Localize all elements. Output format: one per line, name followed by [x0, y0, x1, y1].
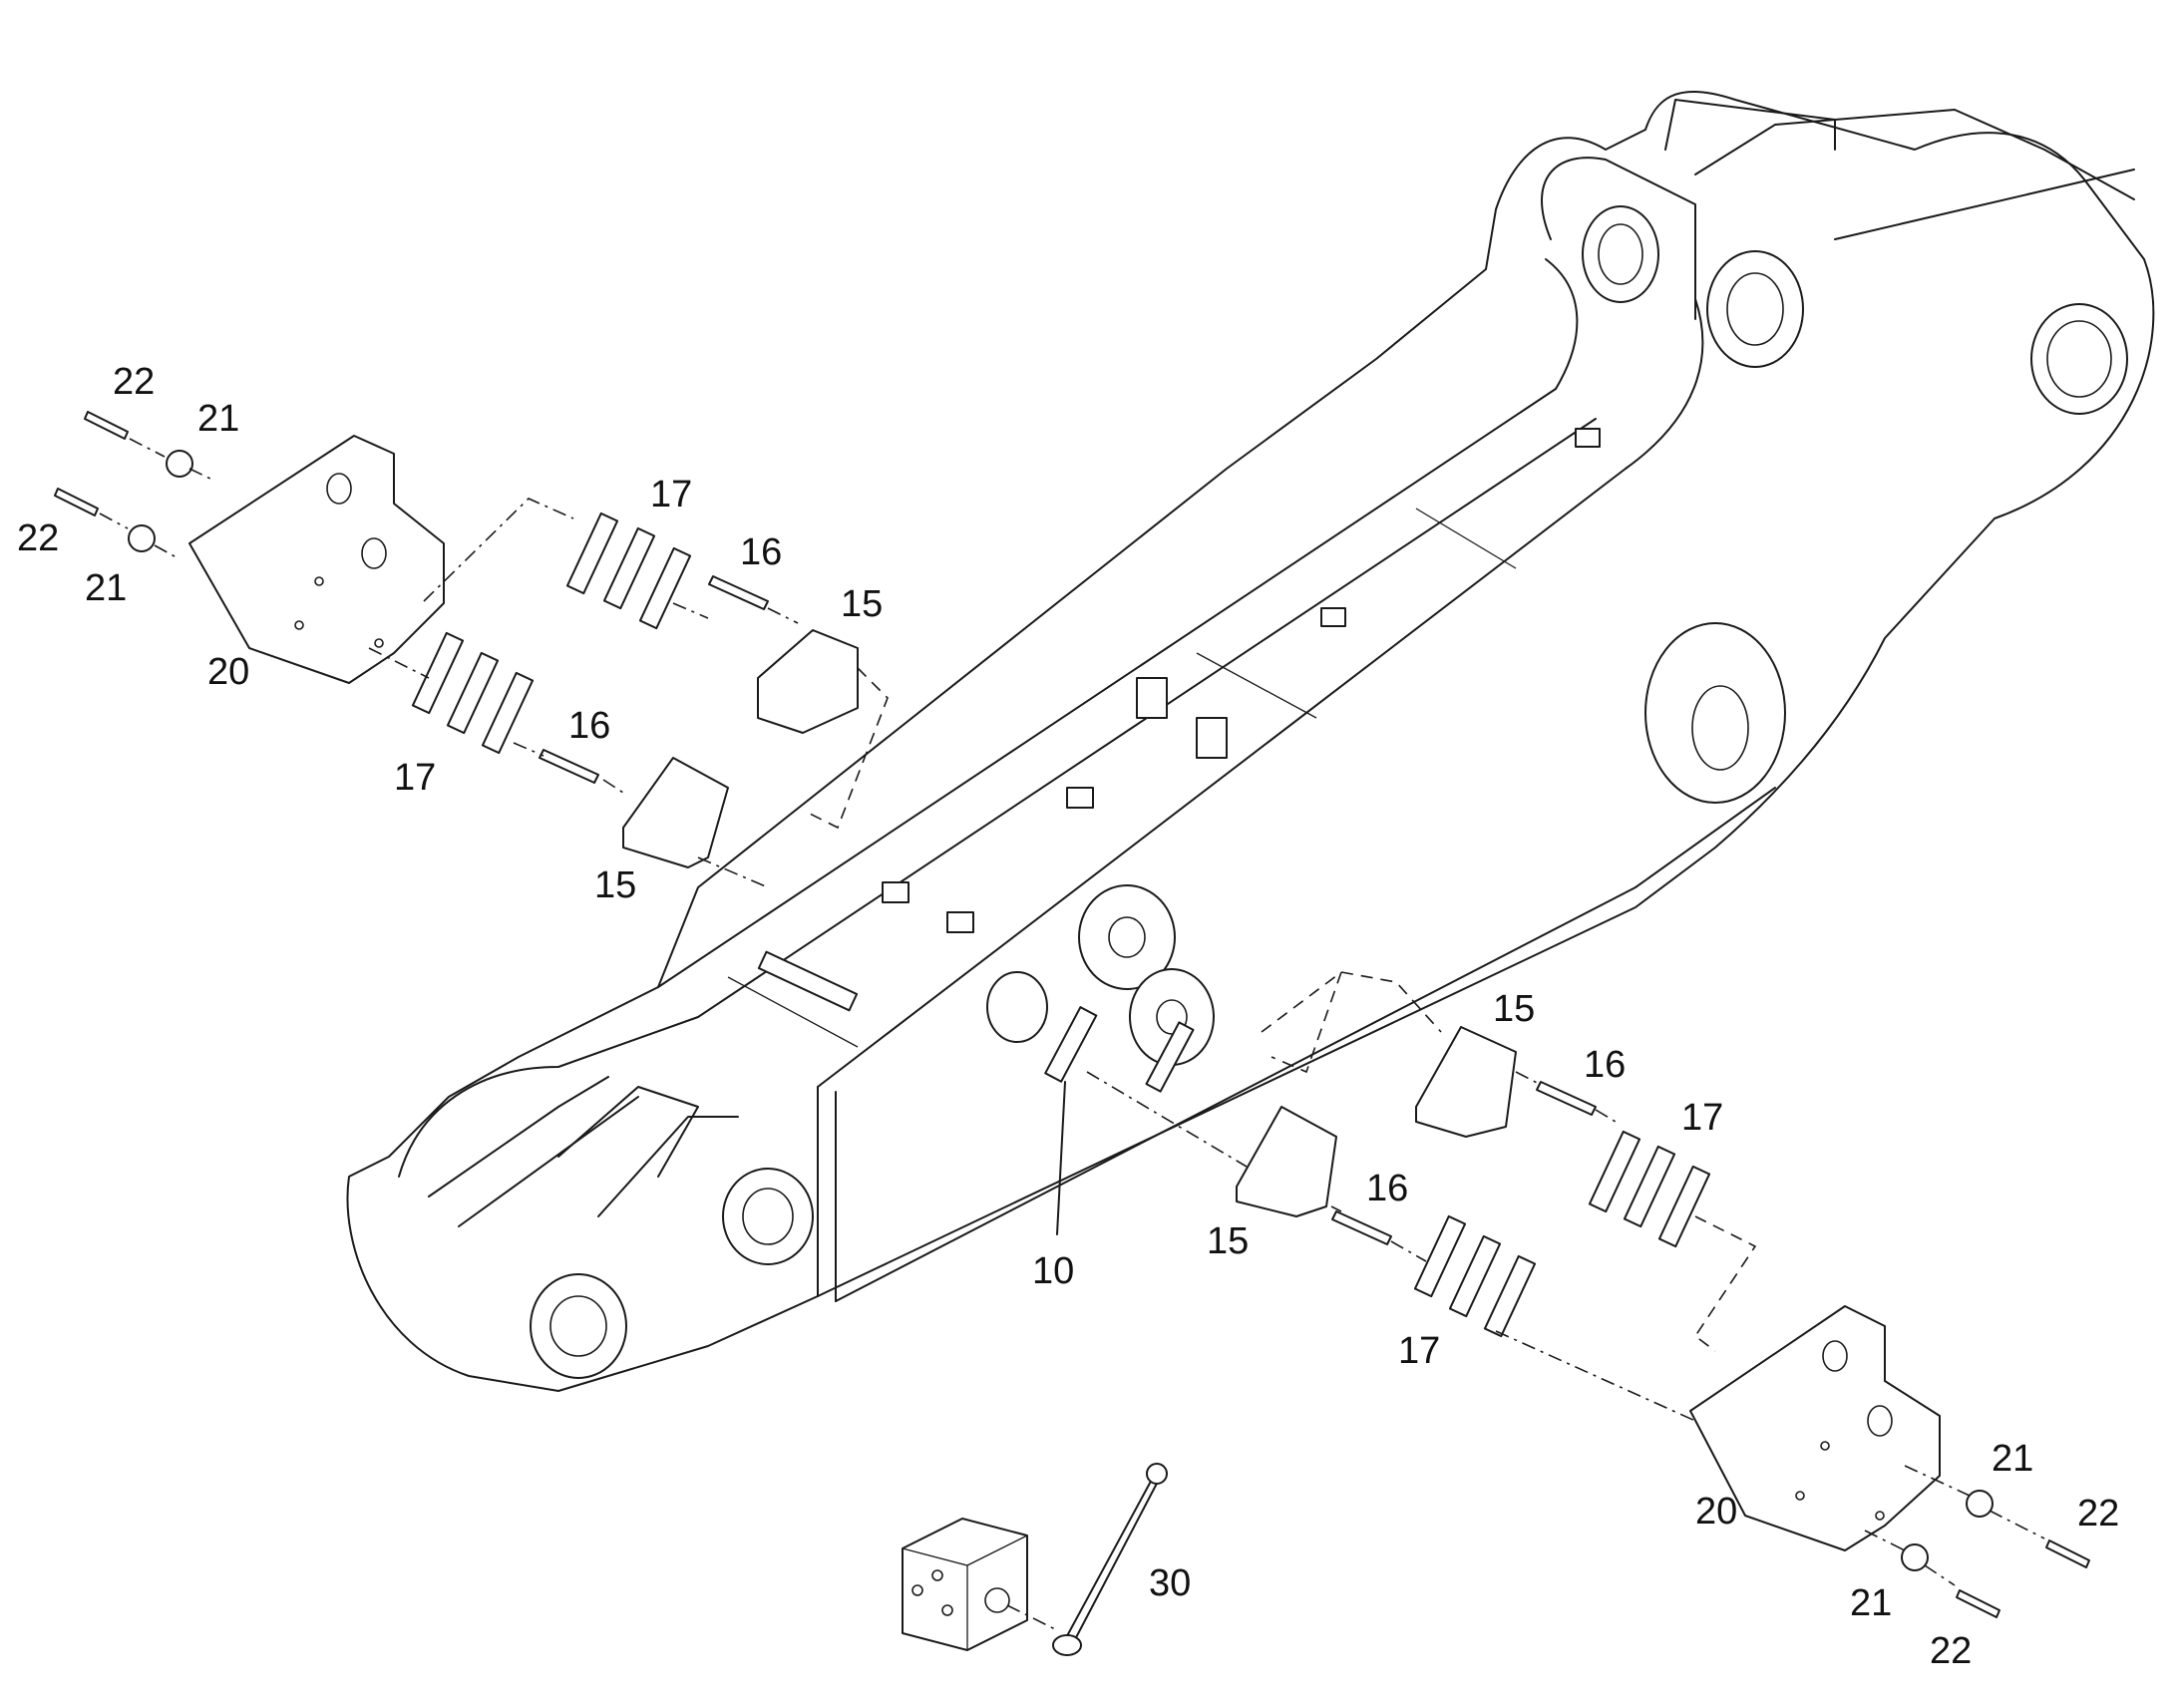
strip-10-a	[1044, 1006, 1098, 1083]
spacer-21-lower-left	[128, 524, 156, 552]
spacer-21-lower-right	[1901, 1543, 1929, 1571]
plate-20-left	[188, 435, 445, 684]
block-15-lower-left	[622, 757, 729, 868]
bolt-22-upper-right	[2045, 1539, 2090, 1568]
spacer-21-upper-right	[1966, 1490, 1994, 1518]
tool-30-group	[902, 1463, 1168, 1656]
cube-block	[902, 1518, 1028, 1651]
strip-17-f	[481, 671, 535, 755]
bolt-22-lower-right	[1956, 1589, 2000, 1618]
callout-labels: 22 21 22 21 20 17 16 15 16 17 15 15 16 1…	[17, 361, 2119, 1672]
block-15-upper-left	[757, 629, 859, 734]
strip-17-k	[1448, 1234, 1502, 1318]
plate-20-right	[1689, 1305, 1941, 1551]
label-17-lower-right: 17	[1398, 1330, 1440, 1372]
label-22-mid-left: 22	[17, 517, 59, 559]
label-21-right-lower: 21	[1850, 1582, 1892, 1624]
strip-17-d	[411, 631, 465, 715]
strip-17-b	[602, 526, 656, 610]
label-21-right-upper: 21	[1992, 1438, 2033, 1480]
right-bracket-group	[1044, 971, 2090, 1618]
bolt-16-lower-left	[539, 749, 599, 784]
label-30: 30	[1149, 1562, 1191, 1604]
label-17-upper-right: 17	[1681, 1097, 1723, 1139]
left-bracket-group	[54, 411, 889, 888]
leader-10	[1056, 1081, 1066, 1235]
label-16-lower-right: 16	[1366, 1168, 1408, 1209]
block-15-lower-right	[1236, 1106, 1337, 1217]
wrench-30	[1061, 1475, 1161, 1646]
strip-17-j	[1413, 1214, 1467, 1298]
strip-17-a	[565, 512, 619, 595]
bolt-16-lower-right	[1331, 1210, 1392, 1245]
block-15-upper-right	[1415, 1026, 1517, 1138]
bolt-16-upper-left	[708, 575, 769, 610]
boom-arm	[346, 91, 2155, 1392]
label-17-lower-left: 17	[394, 757, 436, 799]
label-16-upper-left: 16	[740, 531, 782, 573]
bolt-22-upper-left	[84, 411, 129, 440]
bolt-16-upper-right	[1536, 1081, 1597, 1116]
label-17-upper-left: 17	[650, 474, 692, 515]
label-15-upper-left: 15	[841, 583, 883, 625]
strip-10-b	[1145, 1021, 1195, 1093]
label-16-lower-left: 16	[568, 705, 610, 747]
label-20-left: 20	[207, 651, 249, 693]
label-15-upper-right: 15	[1493, 988, 1535, 1030]
strip-17-g	[1588, 1130, 1641, 1213]
label-10: 10	[1032, 1250, 1074, 1292]
strip-17-c	[638, 546, 692, 630]
strip-17-l	[1483, 1254, 1537, 1338]
label-22-top-left: 22	[113, 361, 155, 403]
label-21-mid-left: 21	[85, 567, 127, 609]
spacer-21-upper-left	[166, 450, 193, 478]
bolt-22-lower-left	[54, 488, 99, 516]
label-15-lower-right: 15	[1207, 1220, 1249, 1262]
strip-17-e	[446, 651, 500, 735]
label-20-right: 20	[1695, 1491, 1737, 1533]
label-21-top-left: 21	[197, 398, 239, 440]
strip-17-i	[1657, 1165, 1711, 1248]
strip-17-h	[1623, 1145, 1676, 1228]
label-22-right-upper: 22	[2077, 1493, 2119, 1535]
label-22-right-lower: 22	[1930, 1630, 1972, 1672]
label-15-lower-left: 15	[594, 864, 636, 906]
label-16-upper-right: 16	[1584, 1044, 1626, 1086]
